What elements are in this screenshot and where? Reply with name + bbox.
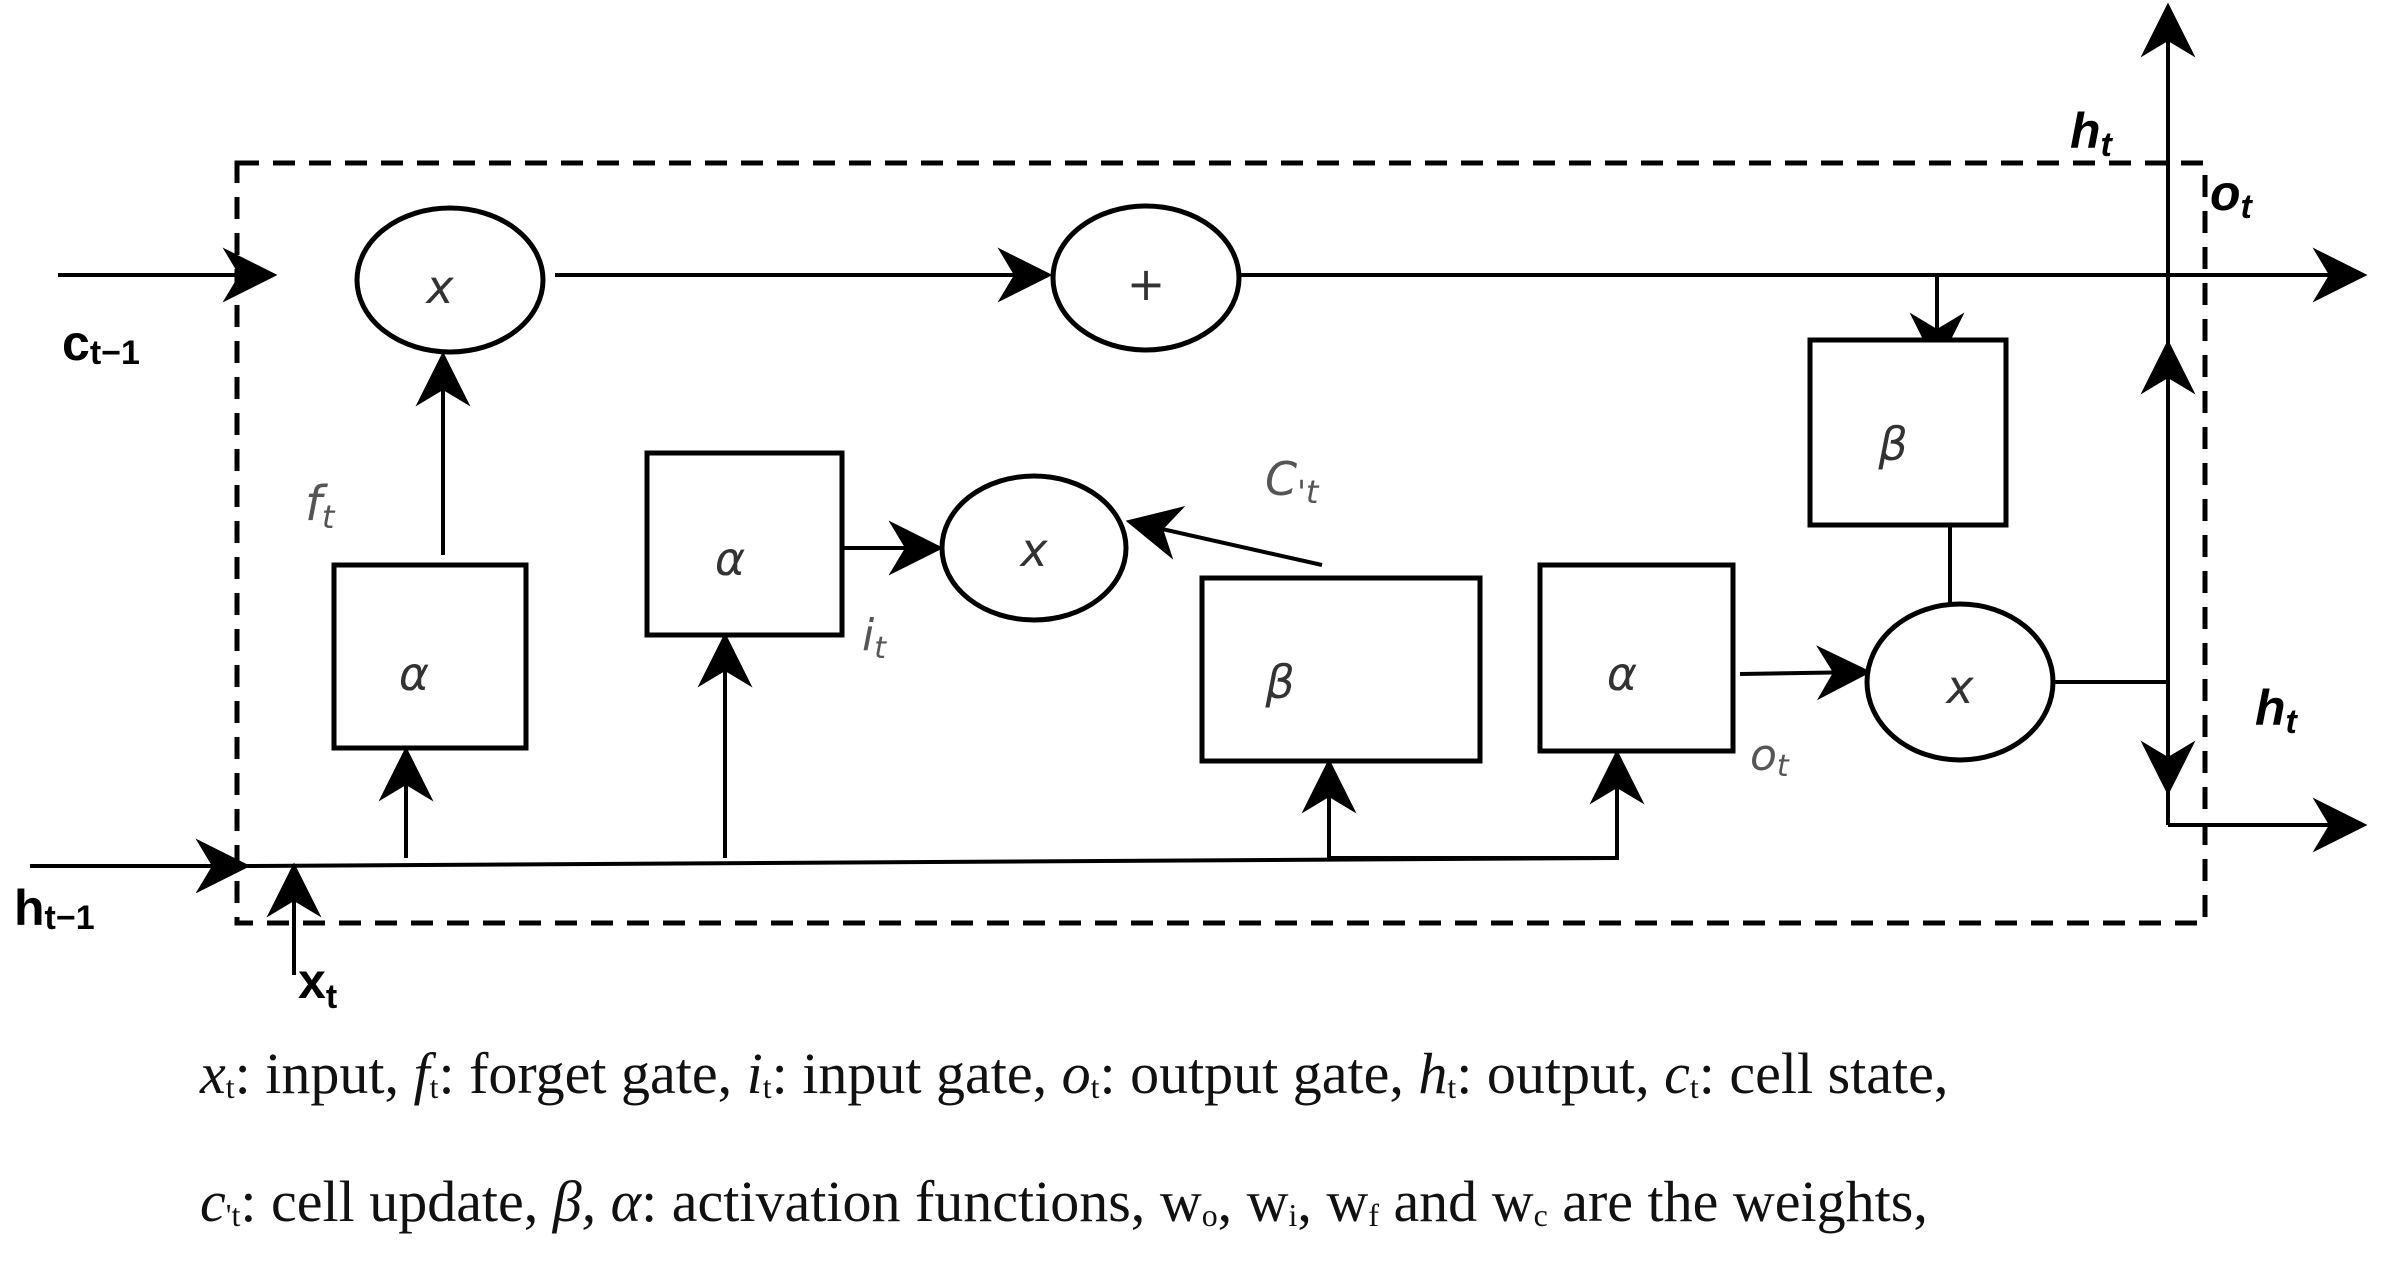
caption-text: and <box>1378 1169 1492 1234</box>
caption-subscript: t <box>225 1069 235 1105</box>
caption-term: ht: output, <box>1418 1041 1664 1106</box>
input-gate-symbol: α <box>715 532 745 586</box>
caption-term: ft: forget gate, <box>413 1041 746 1106</box>
label-i-t: it <box>862 610 887 666</box>
caption-symbol: β, α <box>552 1169 642 1234</box>
caption-subscript: f <box>1368 1197 1379 1233</box>
caption-term: it: input gate, <box>747 1041 1062 1106</box>
caption-symbol: c <box>1664 1041 1690 1106</box>
caption-text: : cell state, <box>1698 1041 1949 1106</box>
caption-text: : output, <box>1456 1041 1665 1106</box>
caption-subscript: 't <box>225 1197 241 1233</box>
caption-term: wc are the weights, <box>1492 1169 1928 1234</box>
label-h-t-top: ht <box>2070 103 2114 164</box>
caption-text: : output gate, <box>1099 1041 1419 1106</box>
cell-update-to-multiply-arrow <box>1125 506 1323 567</box>
cell-update-symbol: β <box>1264 655 1294 709</box>
output-gate-input-arrow <box>1329 749 1645 860</box>
caption-subscript: t <box>1090 1069 1100 1105</box>
label-f-t: ft <box>305 476 336 536</box>
label-o-t-gate: ot <box>1750 730 1790 784</box>
input-multiply-symbol: x <box>1018 523 1048 577</box>
caption-subscript: o <box>1201 1197 1218 1233</box>
cell-update-box <box>1199 575 1483 764</box>
caption-term: β, α: activation functions, <box>553 1169 1160 1234</box>
label-x-t: xt <box>298 953 337 1016</box>
caption-symbol: w <box>1159 1169 1202 1234</box>
caption-term: wo, <box>1160 1169 1247 1234</box>
caption-subscript: t <box>762 1069 772 1105</box>
caption-subscript: t <box>429 1069 439 1105</box>
caption-text: , <box>1297 1169 1327 1234</box>
label-c-prev: ct−1 <box>62 315 140 372</box>
caption-symbol: w <box>1246 1169 1289 1234</box>
label-h-prev: ht−1 <box>14 880 95 937</box>
caption-line-2: c't: cell update, β, α: activation funct… <box>200 1168 2400 1235</box>
caption-text: : cell update, <box>240 1169 553 1234</box>
caption-subscript: i <box>1288 1197 1298 1233</box>
caption-text: : input, <box>234 1041 414 1106</box>
label-h-t-right: ht <box>2255 680 2299 741</box>
cell-boundary <box>234 160 2208 926</box>
input-gate-box <box>644 450 845 638</box>
caption-subscript: t <box>1689 1069 1699 1105</box>
label-o-t-right: ot <box>2210 165 2254 226</box>
cell-activation-symbol: β <box>1877 417 1907 471</box>
caption-line-1: xt: input, ft: forget gate, it: input ga… <box>200 1040 2400 1107</box>
label-c-update: C't <box>1265 452 1320 511</box>
caption-symbol: o <box>1061 1041 1091 1106</box>
caption-symbol: f <box>413 1041 430 1106</box>
caption-symbol: i <box>746 1041 763 1106</box>
output-gate-to-multiply-arrow <box>1739 645 1872 701</box>
caption-symbol: x <box>200 1041 226 1106</box>
caption-term: wf and <box>1326 1169 1491 1234</box>
caption-symbol: c <box>200 1169 226 1234</box>
caption-term: ct: cell state, <box>1664 1041 1948 1106</box>
caption-symbol: w <box>1326 1169 1369 1234</box>
hprev-bus-line <box>244 856 1618 868</box>
output-gate-symbol: α <box>1607 647 1637 701</box>
forget-gate-symbol: α <box>399 647 429 701</box>
caption-symbol: h <box>1418 1041 1448 1106</box>
caption-term: ot: output gate, <box>1062 1041 1419 1106</box>
caption-text: : input gate, <box>771 1041 1062 1106</box>
caption-text: are the weights, <box>1547 1169 1928 1234</box>
add-symbol: + <box>1127 257 1166 311</box>
caption-term: xt: input, <box>200 1041 413 1106</box>
caption-symbol: w <box>1491 1169 1534 1234</box>
output-gate-box <box>1537 562 1736 754</box>
output-multiply-symbol: x <box>1944 660 1974 714</box>
forget-multiply-symbol: x <box>424 260 454 314</box>
caption-term: c't: cell update, <box>200 1169 553 1234</box>
caption-text: , <box>1217 1169 1247 1234</box>
add-node <box>1050 203 1242 353</box>
caption-term: wi, <box>1247 1169 1327 1234</box>
cell-activation-box <box>1807 337 2009 528</box>
caption-text: : forget gate, <box>438 1041 747 1106</box>
forget-gate-box <box>331 562 529 751</box>
caption-text: : activation functions, <box>641 1169 1160 1234</box>
caption-subscript: c <box>1533 1197 1548 1233</box>
caption-subscript: t <box>1447 1069 1457 1105</box>
